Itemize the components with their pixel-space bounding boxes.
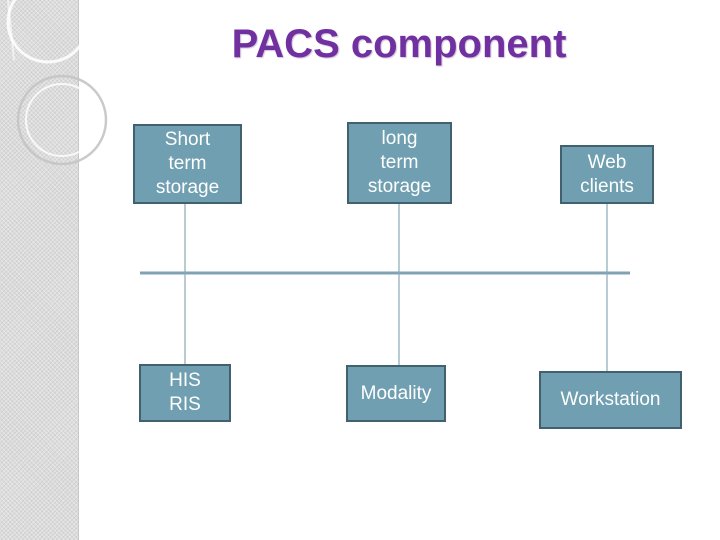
node-web-clients: Web clients [560, 145, 654, 204]
node-his-ris: HIS RIS [139, 364, 231, 422]
decorative-circles [6, 0, 108, 166]
node-short-term-storage: Short term storage [133, 124, 242, 204]
decorative-side-strip [0, 0, 78, 540]
node-long-term-storage: long term storage [347, 122, 452, 204]
node-modality: Modality [346, 365, 446, 422]
side-strip-edge [78, 0, 79, 540]
node-workstation: Workstation [539, 371, 682, 429]
slide-title: PACS component [231, 22, 567, 66]
